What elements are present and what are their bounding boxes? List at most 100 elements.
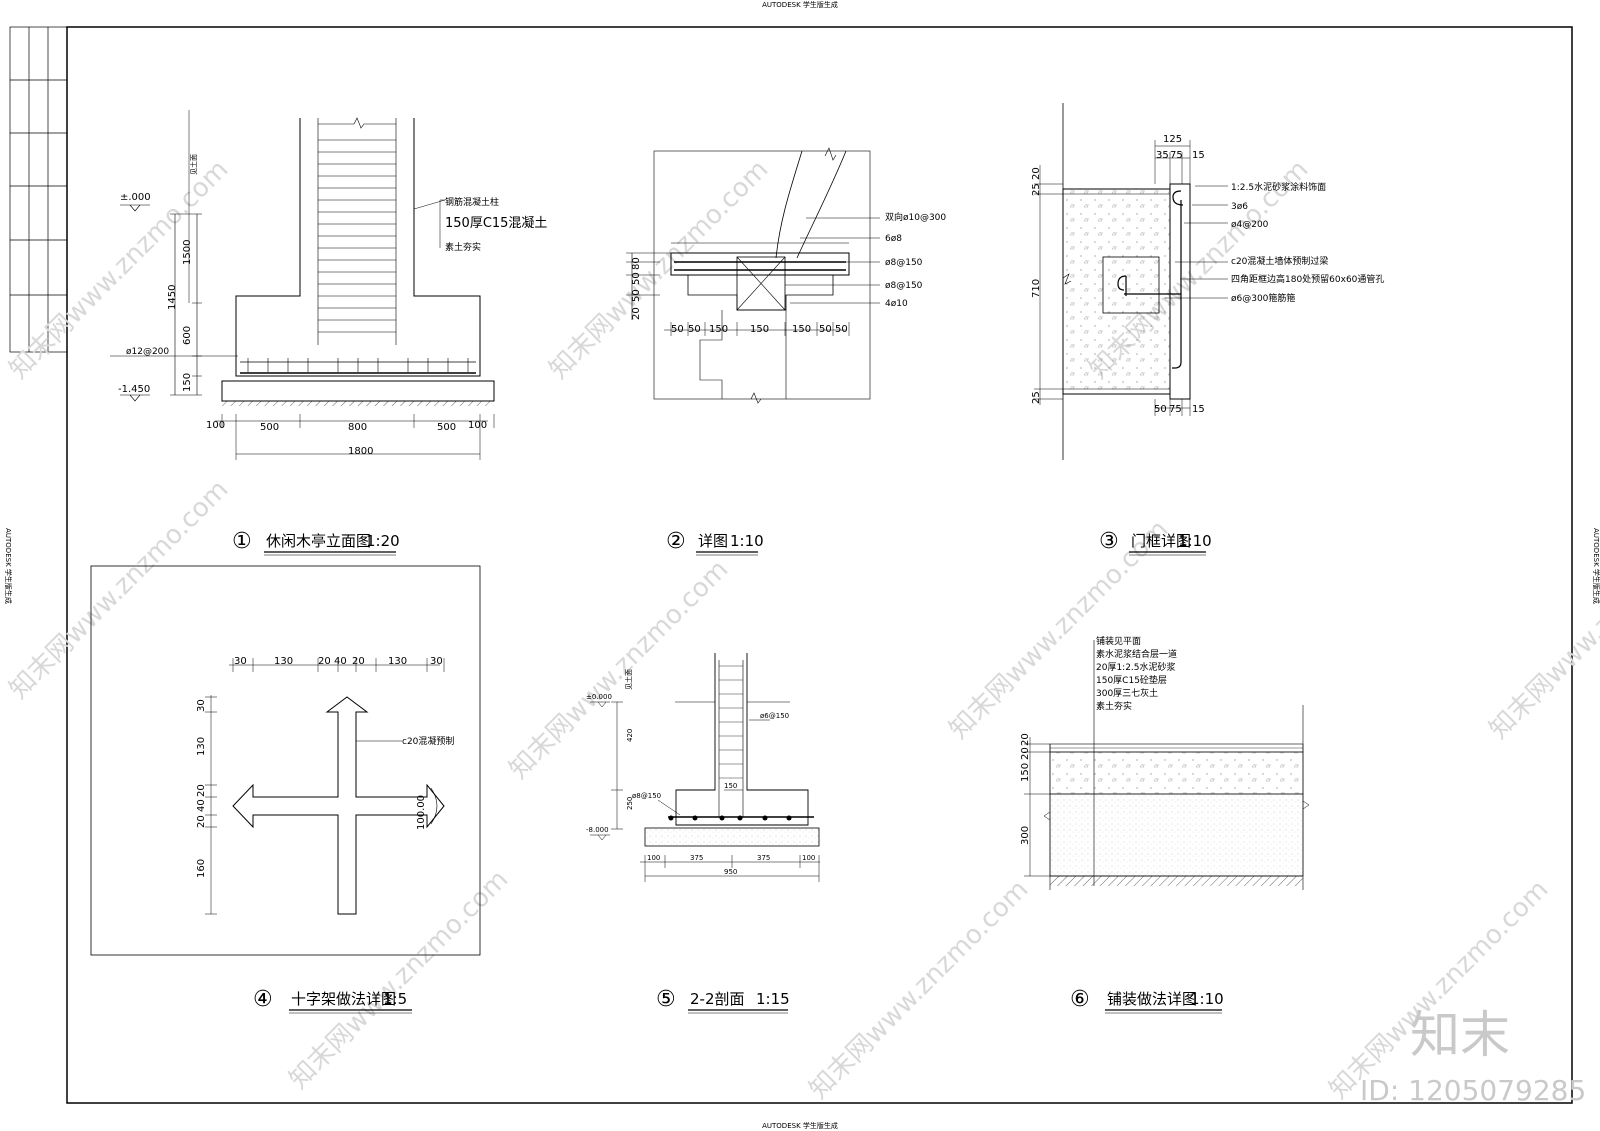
d6-vdim-0: 20 <box>1020 733 1031 746</box>
d5-title: 2-2剖面 <box>690 990 745 1008</box>
d6-title: 铺装做法详图 <box>1107 990 1197 1008</box>
watermark-site: 知末网www.znzmo.com 知末网www.znzmo.com 知末网www… <box>4 154 1600 1105</box>
d4-left-2: 20 <box>196 784 207 797</box>
d6-vdim-3: 300 <box>1020 826 1031 845</box>
d4-top-3: 40 <box>334 656 347 667</box>
drawing-5-text: ±0.000 -8.000 ø6@150 ø8@150 420 250 150 … <box>586 669 815 876</box>
d1-title: 休闲木亭立面图 <box>266 532 371 550</box>
autodesk-top: AUTODESK 学生版生成 <box>762 0 838 9</box>
d3-top-1: 35 <box>1156 150 1169 161</box>
d2-vdim-1: 50 <box>631 272 642 285</box>
d2-scale: 1:10 <box>730 532 764 550</box>
title-strip <box>9 26 68 353</box>
d2-label-2: ø8@150 <box>885 258 923 268</box>
drawing-2-caption: ② 详图 1:10 <box>666 529 764 556</box>
d3-label-5: ø6@300箍筋箍 <box>1231 292 1295 304</box>
drawing-1-text: 钢筋混凝土柱 150厚C15混凝土 素土夯实 ±.000 -1.450 ø12@… <box>118 154 547 457</box>
d2-num: ② <box>666 529 686 554</box>
drawing-2-text: 双向ø10@300 6ø8 ø8@150 ø8@150 4ø10 80 50 5… <box>631 211 946 335</box>
d4-top-6: 30 <box>430 656 443 667</box>
d1-num: ① <box>232 529 252 554</box>
d5-inner: 150 <box>724 782 737 790</box>
drawing-4-cross <box>90 565 481 956</box>
d5-label-1: ø8@150 <box>632 792 661 800</box>
d1-vdim-600: 600 <box>182 326 193 345</box>
d2-label-3: ø8@150 <box>885 281 923 291</box>
d2-hdim-3: 150 <box>750 324 769 335</box>
d2-hdim-2: 150 <box>709 324 728 335</box>
d1-label-soil: 素土夯实 <box>445 241 481 253</box>
d1-vdim-1450: 1450 <box>167 285 178 310</box>
d6-label-2: 20厚1:2.5水泥砂浆 <box>1096 661 1176 673</box>
d5-label-0: ø6@150 <box>760 712 789 720</box>
d1-hdim-2: 800 <box>348 422 367 433</box>
d2-title: 详图 <box>698 532 728 550</box>
d4-left-5: 160 <box>196 859 207 878</box>
drawing-3-doorframe <box>1034 103 1228 460</box>
d3-top-3: 15 <box>1192 150 1205 161</box>
autodesk-left: AUTODESK 学生版生成 <box>4 528 13 604</box>
d1-hdim-3: 500 <box>437 422 456 433</box>
d5-num: ⑤ <box>656 987 676 1012</box>
d6-vdim-1: 20 <box>1020 747 1031 760</box>
d5-vdim-0: 420 <box>626 729 634 742</box>
d1-vdim-1500: 1500 <box>182 240 193 265</box>
d1-hdim-4: 100 <box>468 420 487 431</box>
d3-title: 门框详图 <box>1131 532 1191 550</box>
id-watermark: ID: 1205079285 <box>1360 1074 1586 1107</box>
d3-label-2: ø4@200 <box>1231 220 1269 230</box>
drawing-5-caption: ⑤ 2-2剖面 1:15 <box>656 987 790 1014</box>
d3-vdim-1: 25 <box>1031 183 1042 196</box>
d1-level-bottom: -1.450 <box>118 384 150 395</box>
d6-label-3: 150厚C15砼垫层 <box>1096 674 1167 686</box>
d1-hdim-0: 100 <box>206 420 225 431</box>
d1-scale: 1:20 <box>366 532 400 550</box>
d3-vdim-0: 20 <box>1031 167 1042 180</box>
drawing-6-paving <box>1024 640 1310 890</box>
d3-vdim-2: 710 <box>1031 279 1042 298</box>
d4-scale: 1:5 <box>383 990 407 1008</box>
drawing-6-caption: ⑥ 铺装做法详图 1:10 <box>1070 987 1224 1014</box>
d5-hdim-2: 375 <box>757 854 770 862</box>
drawing-4-caption: ④ 十字架做法详图 1:5 <box>253 987 412 1014</box>
d6-label-4: 300厚三七灰土 <box>1096 687 1158 699</box>
d2-label-1: 6ø8 <box>885 234 902 244</box>
d1-vdim-150: 150 <box>182 373 193 392</box>
d2-hdim-0: 50 <box>671 324 684 335</box>
d6-scale: 1:10 <box>1190 990 1224 1008</box>
d1-rebar: ø12@200 <box>126 347 169 357</box>
d2-label-0: 双向ø10@300 <box>885 211 946 223</box>
drawing-5-section <box>590 653 820 882</box>
drawing-2-detail <box>626 147 880 404</box>
d2-hdim-1: 50 <box>688 324 701 335</box>
d3-top-0: 125 <box>1163 134 1182 145</box>
d4-top-1: 130 <box>274 656 293 667</box>
d4-right: 100.00 <box>416 795 427 830</box>
d2-hdim-6: 50 <box>835 324 848 335</box>
d5-hdim-1: 375 <box>690 854 703 862</box>
d3-label-4: 四角距框边高180处预留60x60通管孔 <box>1231 273 1384 285</box>
d5-level-top: ±0.000 <box>586 693 612 701</box>
d2-vdim-0: 80 <box>631 257 642 270</box>
drawing-4-text: c20混凝预制 30 130 20 40 20 130 30 30 130 20… <box>196 656 454 878</box>
svg-text:知末网www.znzmo.com: 知末网www.znzmo.com <box>4 474 235 705</box>
drawing-3-caption: ③ 门框详图 1:10 <box>1099 529 1212 556</box>
d4-left-1: 130 <box>196 737 207 756</box>
drawing-3-text: 1:2.5水泥砂浆涂料饰面 3ø6 ø4@200 c20混凝土墙体预制过梁 四角… <box>1031 134 1384 415</box>
brand-watermark: 知末 <box>1410 1006 1510 1064</box>
d2-vdim-3: 20 <box>631 307 642 320</box>
d4-label: c20混凝预制 <box>402 735 454 747</box>
d3-label-1: 3ø6 <box>1231 202 1248 212</box>
sheet-frame <box>66 26 1573 1104</box>
d5-scale: 1:15 <box>756 990 790 1008</box>
d3-bot-1: 75 <box>1169 404 1182 415</box>
autodesk-bottom: AUTODESK 学生版生成 <box>762 1121 838 1130</box>
d3-bot-2: 15 <box>1192 404 1205 415</box>
d3-bot-0: 50 <box>1154 404 1167 415</box>
svg-text:知末网www.znzmo.com: 知末网www.znzmo.com <box>1484 514 1600 745</box>
d1-label-column: 钢筋混凝土柱 <box>445 196 499 208</box>
drawing-6-text: 铺装见平面 素水泥浆结合层一道 20厚1:2.5水泥砂浆 150厚C15砼垫层 … <box>1020 635 1177 845</box>
d6-label-5: 素土夯实 <box>1096 700 1132 712</box>
svg-text:知末网www.znzmo.com: 知末网www.znzmo.com <box>1324 874 1555 1105</box>
d4-left-4: 20 <box>196 815 207 828</box>
